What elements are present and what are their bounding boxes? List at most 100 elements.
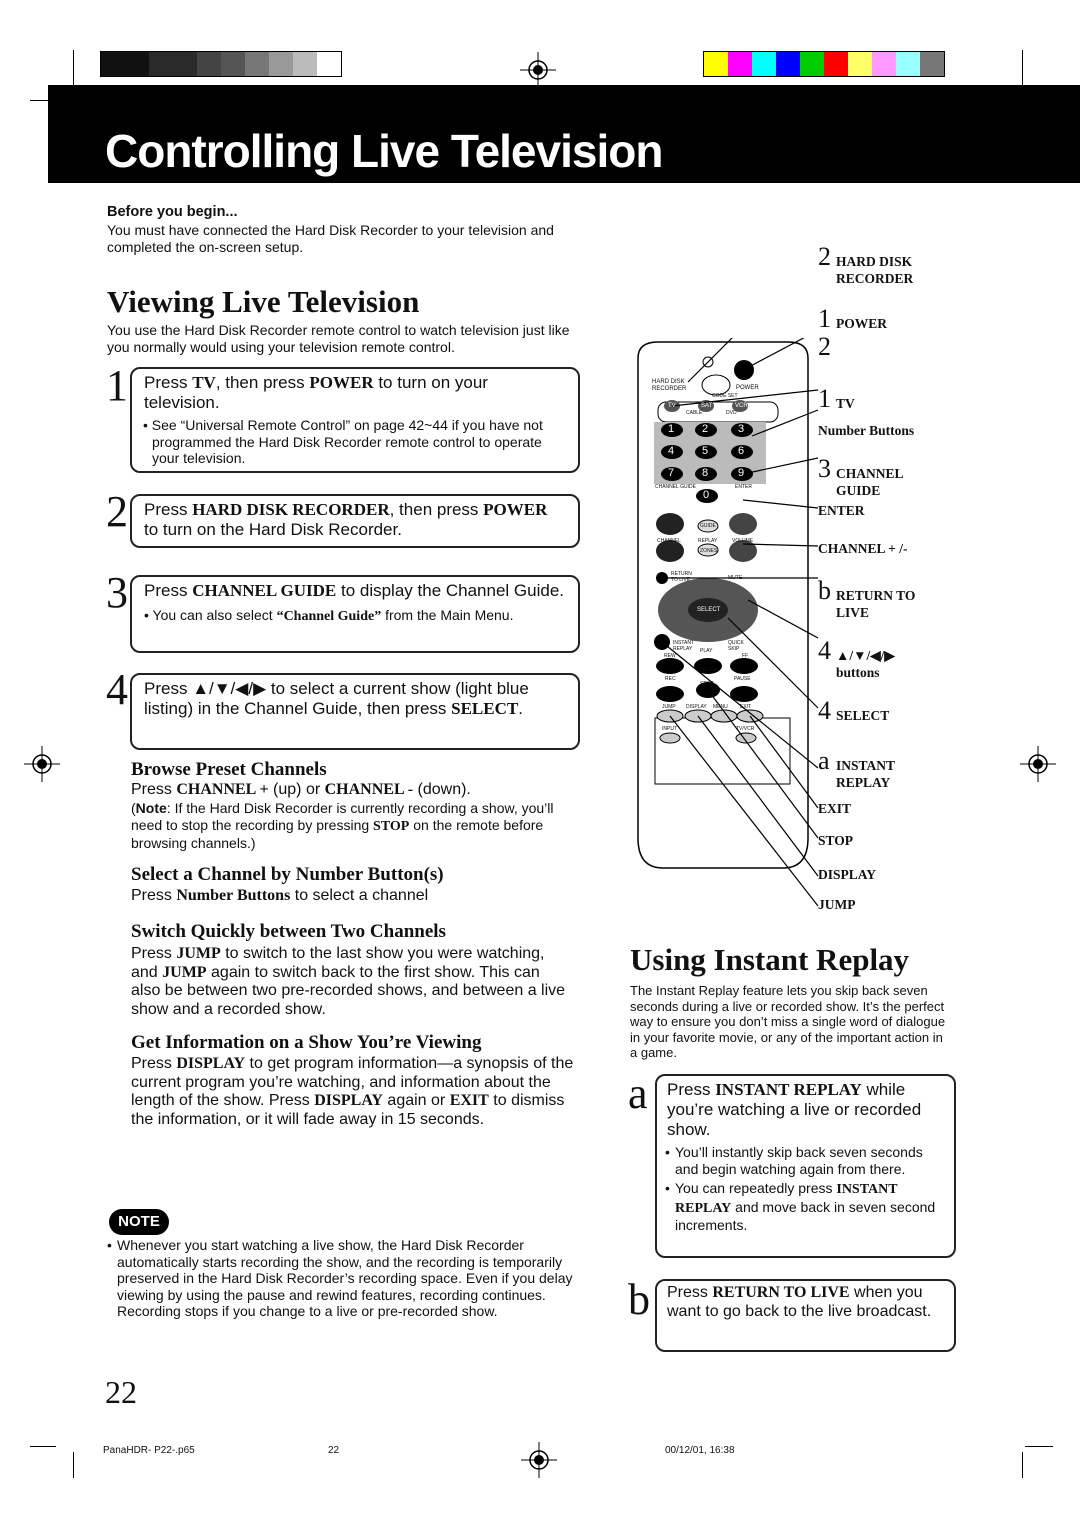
remote-label: JUMP xyxy=(662,704,676,710)
step-letter: a xyxy=(628,1069,648,1118)
select-number-heading: Select a Channel by Number Button(s) xyxy=(131,864,444,885)
color-swatch xyxy=(197,52,221,76)
replay-title: Using Instant Replay xyxy=(630,942,910,977)
color-calibration-bar xyxy=(703,51,945,77)
number-button[interactable]: 9 xyxy=(738,467,745,479)
footer-page: 22 xyxy=(328,1445,340,1456)
info-text: Press DISPLAY to get program information… xyxy=(131,1055,574,1128)
callout-text: Number Buttons xyxy=(818,423,915,438)
number-button[interactable]: 1 xyxy=(668,423,675,435)
callout-text: DISPLAY xyxy=(818,867,877,882)
step-3-note: • You can also select “Channel Guide” fr… xyxy=(144,607,514,624)
remote-label: PAUSE xyxy=(734,676,751,682)
number-button[interactable]: 5 xyxy=(702,445,709,457)
remote-label: SAT xyxy=(701,403,713,409)
color-swatch xyxy=(728,52,752,76)
number-button[interactable]: 7 xyxy=(668,467,675,479)
replay-step-a-box: Press INSTANT REPLAY while you’re watchi… xyxy=(655,1074,956,1258)
remote-label: DISPLAY xyxy=(686,704,707,710)
note-text: •Whenever you start watching a live show… xyxy=(107,1237,573,1319)
footer-date: 00/12/01, 16:38 xyxy=(665,1445,735,1456)
callout-text: HARD DISK RECORDER xyxy=(836,254,914,286)
select-number-text: Press Number Buttons to select a channel xyxy=(131,887,429,904)
grayscale-calibration-bar xyxy=(100,51,342,77)
step-4-box: Press ▲/▼/◀/▶ to select a current show (… xyxy=(130,673,580,750)
remote-callout-label: 2 xyxy=(818,334,836,360)
number-button[interactable]: 6 xyxy=(738,445,745,457)
replay-bullet: •You’ll instantly skip back seven second… xyxy=(665,1144,923,1177)
remote-label: CHANNEL xyxy=(657,538,681,544)
number-button[interactable]: 8 xyxy=(702,467,709,479)
color-swatch xyxy=(920,52,944,76)
remote-label: MUTE xyxy=(728,575,743,581)
color-swatch xyxy=(293,52,317,76)
callout-text: JUMP xyxy=(818,897,856,912)
color-swatch xyxy=(824,52,848,76)
remote-label: GUIDE xyxy=(700,523,716,529)
remote-label: ENTER xyxy=(735,484,752,490)
remote-label: CABLE xyxy=(686,410,703,416)
remote-control-illustration xyxy=(637,338,819,907)
remote-callout-label: EXIT xyxy=(818,798,851,817)
callout-text: INSTANT REPLAY xyxy=(836,758,896,790)
browse-heading: Browse Preset Channels xyxy=(131,759,327,780)
step-letter: b xyxy=(628,1275,650,1324)
remote-label: INPUT xyxy=(662,726,677,732)
step-2-box: Press HARD DISK RECORDER, then press POW… xyxy=(130,494,580,548)
crop-mark xyxy=(1025,1446,1053,1447)
footer-filename: PanaHDR- P22-.p65 xyxy=(103,1445,195,1456)
step-1-box: Press TV, then press POWER to turn on yo… xyxy=(130,367,580,473)
remote-callout-label: ENTER xyxy=(818,500,865,519)
callout-text: CHANNEL GUIDE xyxy=(836,466,904,498)
step-number: 4 xyxy=(106,665,128,714)
remote-label: CHANNEL GUIDE xyxy=(655,484,696,490)
registration-target-icon xyxy=(520,52,556,88)
arrow-buttons-icon: ▲/▼/◀/▶ xyxy=(192,679,267,698)
registration-target-icon xyxy=(1020,746,1056,782)
callout-text: STOP xyxy=(818,833,854,848)
callout-text: SELECT xyxy=(836,708,890,723)
number-button[interactable]: 0 xyxy=(703,489,710,501)
remote-label: VCR xyxy=(735,403,748,409)
remote-label: MENU xyxy=(713,704,728,710)
color-swatch xyxy=(317,52,341,76)
remote-label: EXIT xyxy=(740,704,752,710)
color-swatch xyxy=(848,52,872,76)
crop-mark xyxy=(73,50,74,90)
remote-label: RETURN TO LIVE xyxy=(671,571,692,583)
color-swatch xyxy=(776,52,800,76)
before-you-begin: Before you begin... You must have connec… xyxy=(107,204,557,255)
remote-label: DVD xyxy=(726,410,737,416)
callout-number: 1 xyxy=(818,384,831,413)
remote-label: QUICK SKIP xyxy=(728,640,744,652)
step-number: 2 xyxy=(106,487,128,536)
select-button-label: SELECT xyxy=(697,607,721,613)
number-button[interactable]: 2 xyxy=(702,423,709,435)
crop-mark xyxy=(73,1452,74,1478)
step-3-box: Press CHANNEL GUIDE to display the Chann… xyxy=(130,575,580,653)
remote-label: FF xyxy=(742,653,749,659)
callout-number: 2 xyxy=(818,242,831,271)
color-swatch xyxy=(173,52,197,76)
remote-label: SLOW xyxy=(702,667,717,673)
crop-mark xyxy=(1022,50,1023,90)
info-heading: Get Information on a Show You’re Viewing xyxy=(131,1032,482,1053)
number-button[interactable]: 3 xyxy=(738,423,745,435)
number-button[interactable]: 4 xyxy=(668,445,675,457)
callout-number: 4 xyxy=(818,636,831,665)
registration-target-icon xyxy=(521,1442,557,1478)
step-1-note: • See “Universal Remote Control” on page… xyxy=(143,417,543,466)
remote-label: TV xyxy=(668,403,676,409)
remote-callout-label: 4▲/▼/◀/▶ buttons xyxy=(818,638,895,681)
color-swatch xyxy=(125,52,149,76)
remote-label: PLAY xyxy=(700,648,713,654)
crop-mark xyxy=(30,100,56,101)
remote-callout-label: Number Buttons xyxy=(818,420,914,439)
callout-text: ▲/▼/◀/▶ buttons xyxy=(836,648,895,680)
remote-label: HARD DISK RECORDER xyxy=(652,379,687,392)
callout-number: 3 xyxy=(818,454,831,483)
color-swatch xyxy=(752,52,776,76)
